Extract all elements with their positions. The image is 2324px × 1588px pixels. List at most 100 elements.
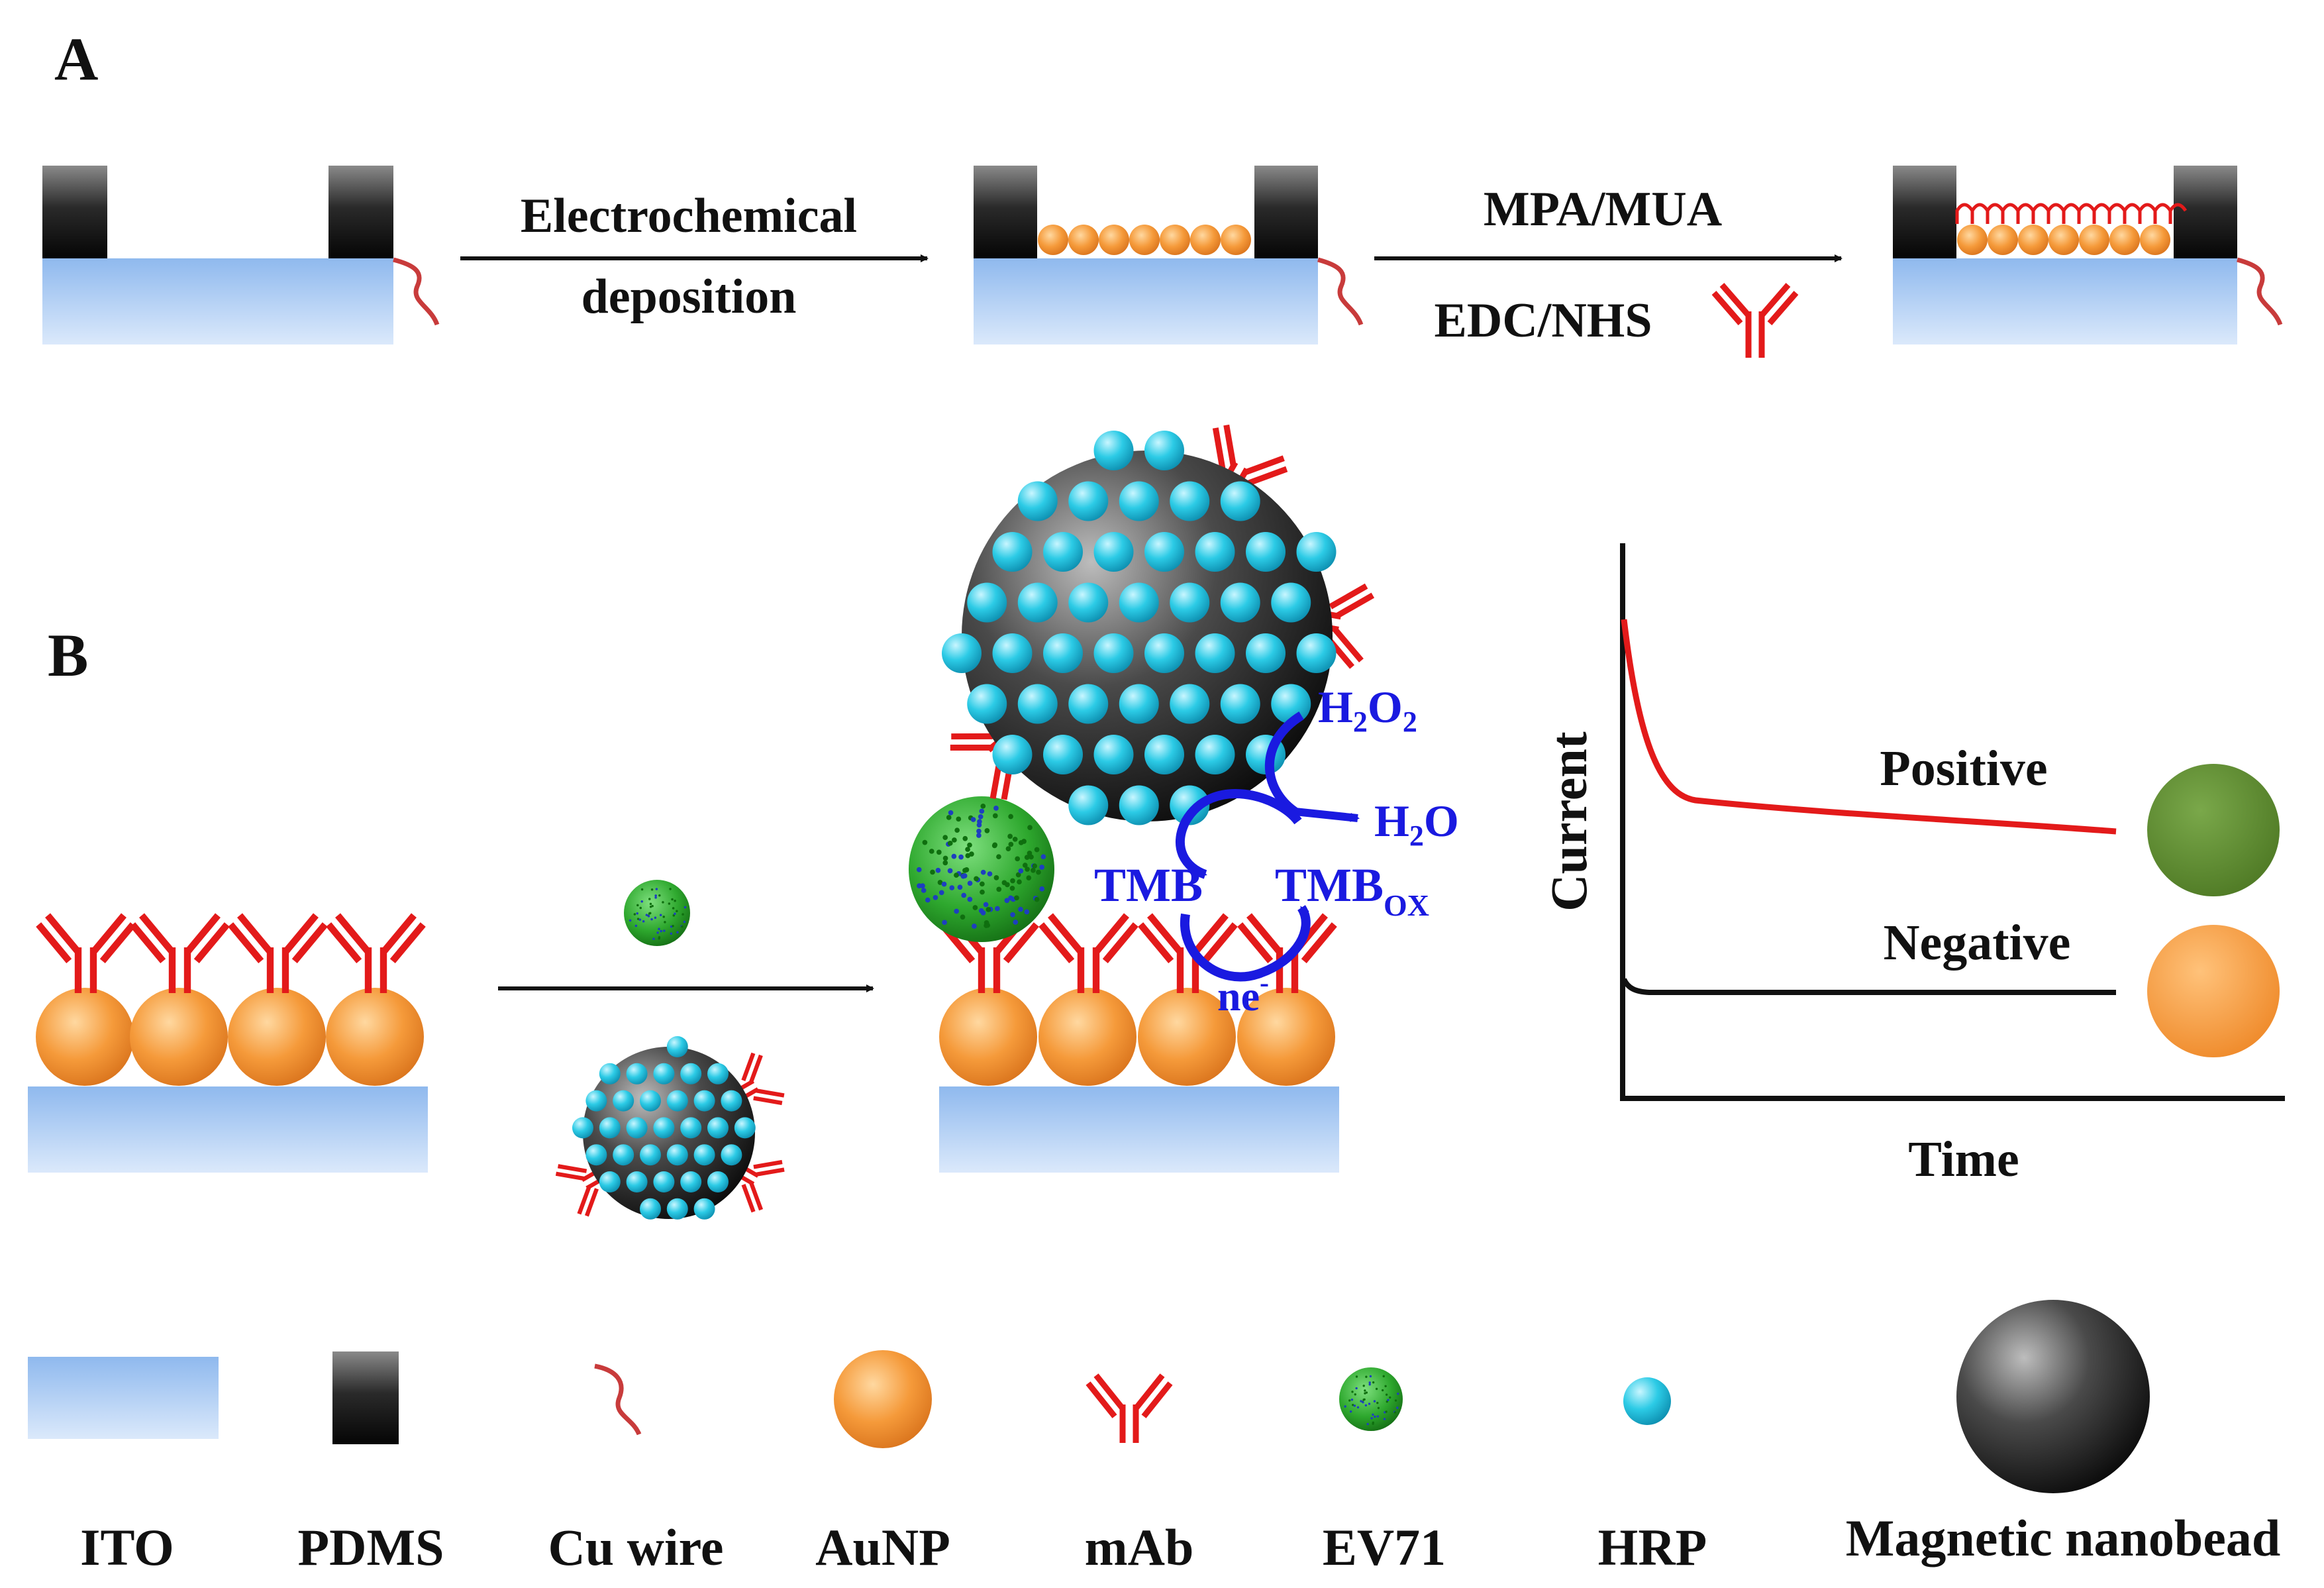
current-time-graph: Positive Negative Time Current: [1540, 543, 2285, 1187]
panel-a-stage1-electrode: [42, 166, 440, 344]
panel-b-sandwich-electrode: [939, 913, 1339, 1173]
bead-assembly: [942, 424, 1375, 825]
legend-magnetic-nanobead-swatch: [1956, 1300, 2150, 1493]
hrp-enzyme: [1220, 684, 1260, 724]
hrp-enzyme: [1220, 582, 1260, 623]
bead-assembly: [555, 1036, 785, 1220]
hrp-enzyme: [707, 1171, 729, 1192]
hrp-enzyme: [693, 1198, 715, 1220]
hrp-enzyme: [653, 1171, 675, 1192]
aunp: [228, 988, 326, 1086]
legend: ITO PDMS Cu wire AuNP mAb EV71 HRP Magne…: [28, 1300, 2280, 1576]
hrp-enzyme: [1043, 633, 1083, 673]
hrp-enzyme: [967, 582, 1007, 623]
hrp-enzyme: [1271, 684, 1311, 724]
step1-label-line2: deposition: [581, 270, 797, 324]
hrp-enzyme: [1170, 481, 1210, 521]
pdms-block: [328, 166, 393, 258]
aunp: [2018, 225, 2048, 255]
legend-pdms-swatch: [332, 1351, 399, 1444]
h2o-label: H2O: [1374, 796, 1459, 852]
aunp: [1988, 225, 2018, 255]
ev71-particle: [624, 880, 690, 946]
h2o2-arrow: [1264, 712, 1304, 816]
hrp-enzyme: [680, 1117, 702, 1139]
hrp-enzyme: [1119, 481, 1159, 521]
hrp-enzyme: [1296, 633, 1337, 673]
hrp-enzyme: [653, 1117, 675, 1139]
hrp-enzyme: [942, 633, 982, 673]
hrp-enzyme: [599, 1117, 621, 1139]
hrp-enzyme: [1068, 684, 1109, 724]
antibody: [130, 913, 230, 993]
ev71-virus-captured: [909, 796, 1054, 942]
legend-ito-label: ITO: [80, 1518, 174, 1576]
hrp-enzyme: [613, 1144, 634, 1166]
ito-substrate: [42, 258, 393, 344]
hrp-enzyme: [640, 1144, 661, 1166]
antibody: [326, 913, 426, 993]
hrp-enzyme: [585, 1090, 607, 1112]
antibody: [1237, 913, 1337, 993]
hrp-enzyme: [734, 1117, 756, 1139]
hrp-enzyme: [1068, 785, 1109, 825]
tmb-ox-label: TMBOX: [1275, 859, 1429, 922]
aunp: [1221, 225, 1251, 255]
cu-wire: [1317, 257, 1364, 326]
hrp-enzyme: [1144, 633, 1184, 673]
pdms-block: [1893, 166, 1956, 258]
hrp-enzyme: [1296, 532, 1337, 572]
aunp: [1160, 225, 1190, 255]
hrp-enzyme: [640, 1090, 661, 1112]
hrp-enzyme: [1271, 582, 1311, 623]
hrp-enzyme: [599, 1063, 621, 1085]
hrp-enzyme: [613, 1090, 634, 1112]
hrp-enzyme: [992, 735, 1033, 774]
hrp-enzyme: [1068, 481, 1109, 521]
aunp: [326, 988, 424, 1086]
antibody: [1138, 913, 1238, 993]
aunp: [2109, 225, 2140, 255]
hrp-enzyme: [1220, 481, 1260, 521]
hrp-enzyme: [680, 1063, 702, 1085]
negative-result-dot: [2147, 925, 2280, 1057]
hrp-enzyme: [1119, 785, 1159, 825]
hrp-enzyme: [1093, 532, 1134, 572]
aunp-layer: [1957, 225, 2170, 255]
cycle-arrow-bottom: [1180, 905, 1311, 982]
hrp-enzyme: [1043, 532, 1083, 572]
hrp-enzyme: [666, 1036, 688, 1057]
antibody: [36, 913, 136, 993]
aunp: [130, 988, 228, 1086]
hrp-enzyme: [626, 1171, 648, 1192]
hrp-enzyme: [666, 1090, 688, 1112]
hrp-enzyme: [693, 1090, 715, 1112]
hrp-enzyme: [1170, 582, 1210, 623]
step1-label-line1: Electrochemical: [521, 189, 857, 243]
antibody: [228, 913, 328, 993]
legend-mab-swatch: [1086, 1373, 1173, 1443]
ev71-particle: [909, 796, 1054, 942]
hrp-enzyme: [1093, 633, 1134, 673]
ito-substrate: [939, 1086, 1339, 1173]
ev71-particle: [1339, 1367, 1403, 1431]
hrp-enzyme: [1017, 582, 1058, 623]
legend-hrp-label: HRP: [1598, 1518, 1707, 1576]
step2-label-bottom: EDC/NHS: [1435, 293, 1652, 348]
legend-ito-swatch: [28, 1357, 219, 1439]
hrp-enzyme: [1093, 431, 1134, 470]
positive-label: Positive: [1880, 741, 2047, 796]
hrp-enzyme: [640, 1198, 661, 1220]
panel-a-stage2-electrode: [974, 166, 1364, 344]
hrp-enzyme: [992, 633, 1033, 673]
hrp-enzyme: [1017, 684, 1058, 724]
aunp: [1038, 988, 1137, 1086]
hrp-enzyme: [1170, 684, 1210, 724]
aunp: [1038, 225, 1068, 255]
legend-hrp-swatch: [1623, 1377, 1671, 1425]
aunp: [2140, 225, 2170, 255]
pdms-block: [42, 166, 107, 258]
mab-row: [36, 913, 426, 993]
magnetic-nanobead-bound: [942, 424, 1375, 825]
hrp-enzyme: [1195, 532, 1235, 572]
